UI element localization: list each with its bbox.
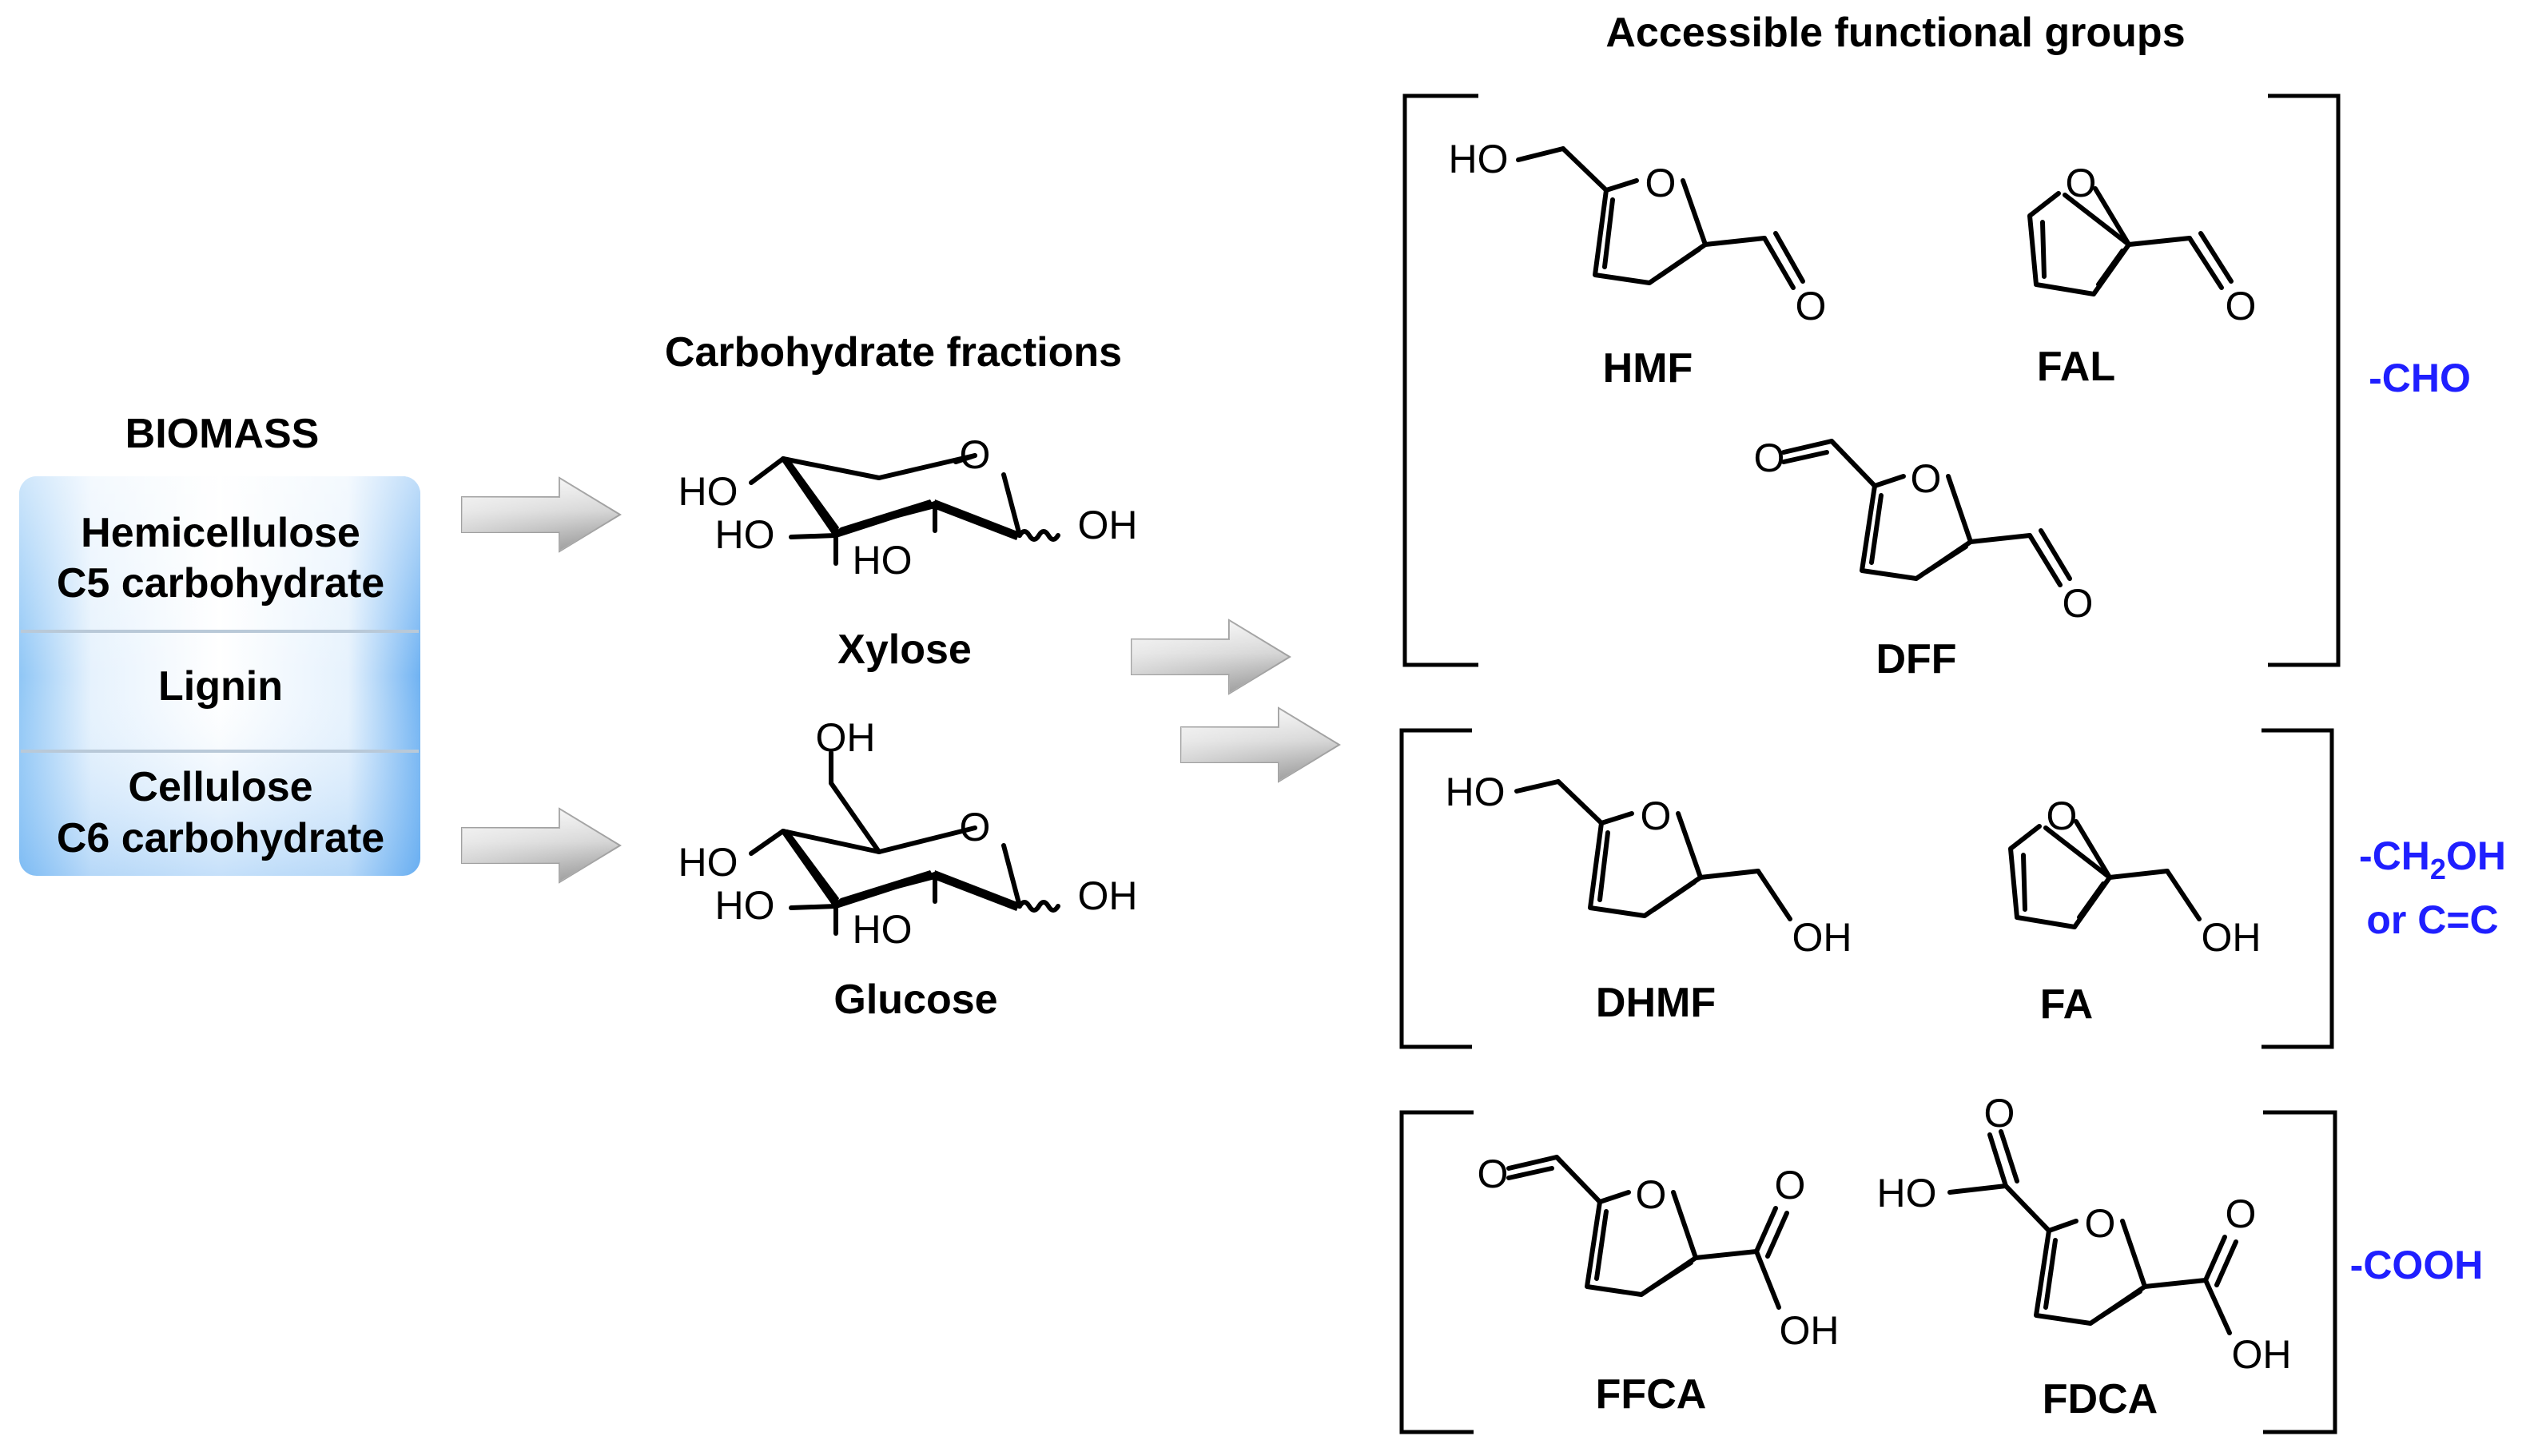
glucose-ho-mid: HO bbox=[715, 883, 775, 928]
dhmf-ring-o: O bbox=[1641, 794, 1672, 838]
xylose-ho-top: HO bbox=[678, 469, 738, 514]
ffca-carbonyl-o: O bbox=[1775, 1163, 1806, 1207]
group-label-cc: or C=C bbox=[2366, 897, 2498, 942]
fal-carbonyl-o: O bbox=[2226, 284, 2257, 328]
biomass-box: Hemicellulose C5 carbohydrate Lignin Cel… bbox=[19, 476, 420, 876]
glucose-ring-o: O bbox=[960, 805, 991, 849]
dff-ring-o: O bbox=[1911, 456, 1942, 501]
bracket-cho bbox=[1402, 93, 2341, 667]
fal-ring-o: O bbox=[2066, 161, 2097, 205]
fa-structure: O OH FA bbox=[2008, 794, 2262, 1028]
arrow-hemicellulose-to-xylose bbox=[461, 476, 622, 553]
xylose-structure: O HO HO HO OH Xylose bbox=[678, 432, 1138, 673]
cellulose-label: Cellulose bbox=[128, 764, 312, 810]
hemicellulose-label: Hemicellulose bbox=[81, 510, 360, 556]
glucose-ho-top: HO bbox=[678, 840, 738, 885]
biomass-heading: BIOMASS bbox=[125, 411, 320, 457]
fal-structure: O O FAL bbox=[2027, 161, 2257, 390]
glucose-label: Glucose bbox=[833, 977, 997, 1023]
ffca-structure: O O O OH FFCA bbox=[1478, 1152, 1840, 1418]
arrow-glucose-to-products bbox=[1180, 706, 1341, 783]
fdca-structure: O HO O O OH FDCA bbox=[1877, 1091, 2292, 1422]
xylose-oh-right: OH bbox=[1078, 503, 1138, 547]
ch2oh-suffix: OH bbox=[2446, 833, 2506, 878]
ffca-oh: OH bbox=[1780, 1308, 1840, 1353]
xylose-ring-o: O bbox=[960, 432, 991, 477]
hmf-ho: HO bbox=[1449, 137, 1509, 181]
dhmf-oh: OH bbox=[1792, 915, 1852, 960]
fa-ring-o: O bbox=[2047, 794, 2078, 838]
group-label-cooh: -COOH bbox=[2350, 1243, 2484, 1287]
glucose-oh-right: OH bbox=[1078, 873, 1138, 918]
group-label-ch2oh: -CH2OH bbox=[2359, 833, 2506, 885]
ffca-ring-o: O bbox=[1636, 1172, 1667, 1217]
functional-groups-heading: Accessible functional groups bbox=[1605, 10, 2185, 56]
xylose-label: Xylose bbox=[837, 627, 972, 673]
fdca-ring-o: O bbox=[2085, 1201, 2116, 1246]
fal-label: FAL bbox=[2037, 344, 2115, 390]
glucose-ho-bottom: HO bbox=[853, 907, 913, 952]
fdca-left-ho: HO bbox=[1877, 1171, 1937, 1215]
fdca-right-carbonyl-o: O bbox=[2226, 1191, 2257, 1236]
hmf-structure: HO O O HMF bbox=[1449, 137, 1827, 392]
group-label-cho: -CHO bbox=[2369, 356, 2471, 400]
dff-left-o: O bbox=[1754, 436, 1785, 480]
dff-structure: O O O DFF bbox=[1754, 436, 2094, 682]
ch2oh-subscript: 2 bbox=[2430, 853, 2446, 885]
fa-label: FA bbox=[2040, 981, 2093, 1028]
fdca-right-oh: OH bbox=[2232, 1332, 2292, 1377]
carbohydrate-fractions-heading: Carbohydrate fractions bbox=[665, 329, 1122, 376]
xylose-ho-mid: HO bbox=[715, 512, 775, 557]
c6-carbohydrate-label: C6 carbohydrate bbox=[57, 815, 384, 861]
dff-right-o: O bbox=[2063, 581, 2094, 626]
c5-carbohydrate-label: C5 carbohydrate bbox=[57, 560, 384, 607]
dff-label: DFF bbox=[1876, 636, 1956, 682]
ch2oh-prefix: -CH bbox=[2359, 833, 2430, 878]
fdca-left-carbonyl-o: O bbox=[1984, 1091, 2015, 1136]
hmf-label: HMF bbox=[1603, 345, 1693, 392]
fdca-label: FDCA bbox=[2043, 1376, 2158, 1422]
arrow-xylose-to-products bbox=[1131, 619, 1291, 695]
dhmf-ho: HO bbox=[1446, 770, 1506, 814]
fa-oh: OH bbox=[2202, 915, 2262, 960]
glucose-structure: OH O HO HO HO OH Glucose bbox=[678, 715, 1138, 1023]
dhmf-structure: HO O OH DHMF bbox=[1446, 770, 1852, 1026]
bracket-ch2oh bbox=[1399, 728, 2334, 1049]
bracket-cooh bbox=[1399, 1110, 2337, 1434]
dhmf-label: DHMF bbox=[1596, 980, 1716, 1026]
xylose-ho-bottom: HO bbox=[853, 538, 913, 583]
ffca-label: FFCA bbox=[1596, 1371, 1707, 1418]
hmf-carbonyl-o: O bbox=[1796, 284, 1827, 328]
ffca-aldehyde-o: O bbox=[1478, 1152, 1509, 1196]
arrow-cellulose-to-glucose bbox=[461, 807, 622, 884]
hmf-ring-o: O bbox=[1645, 161, 1677, 205]
glucose-ch2oh: OH bbox=[816, 715, 876, 760]
lignin-label: Lignin bbox=[158, 663, 283, 710]
